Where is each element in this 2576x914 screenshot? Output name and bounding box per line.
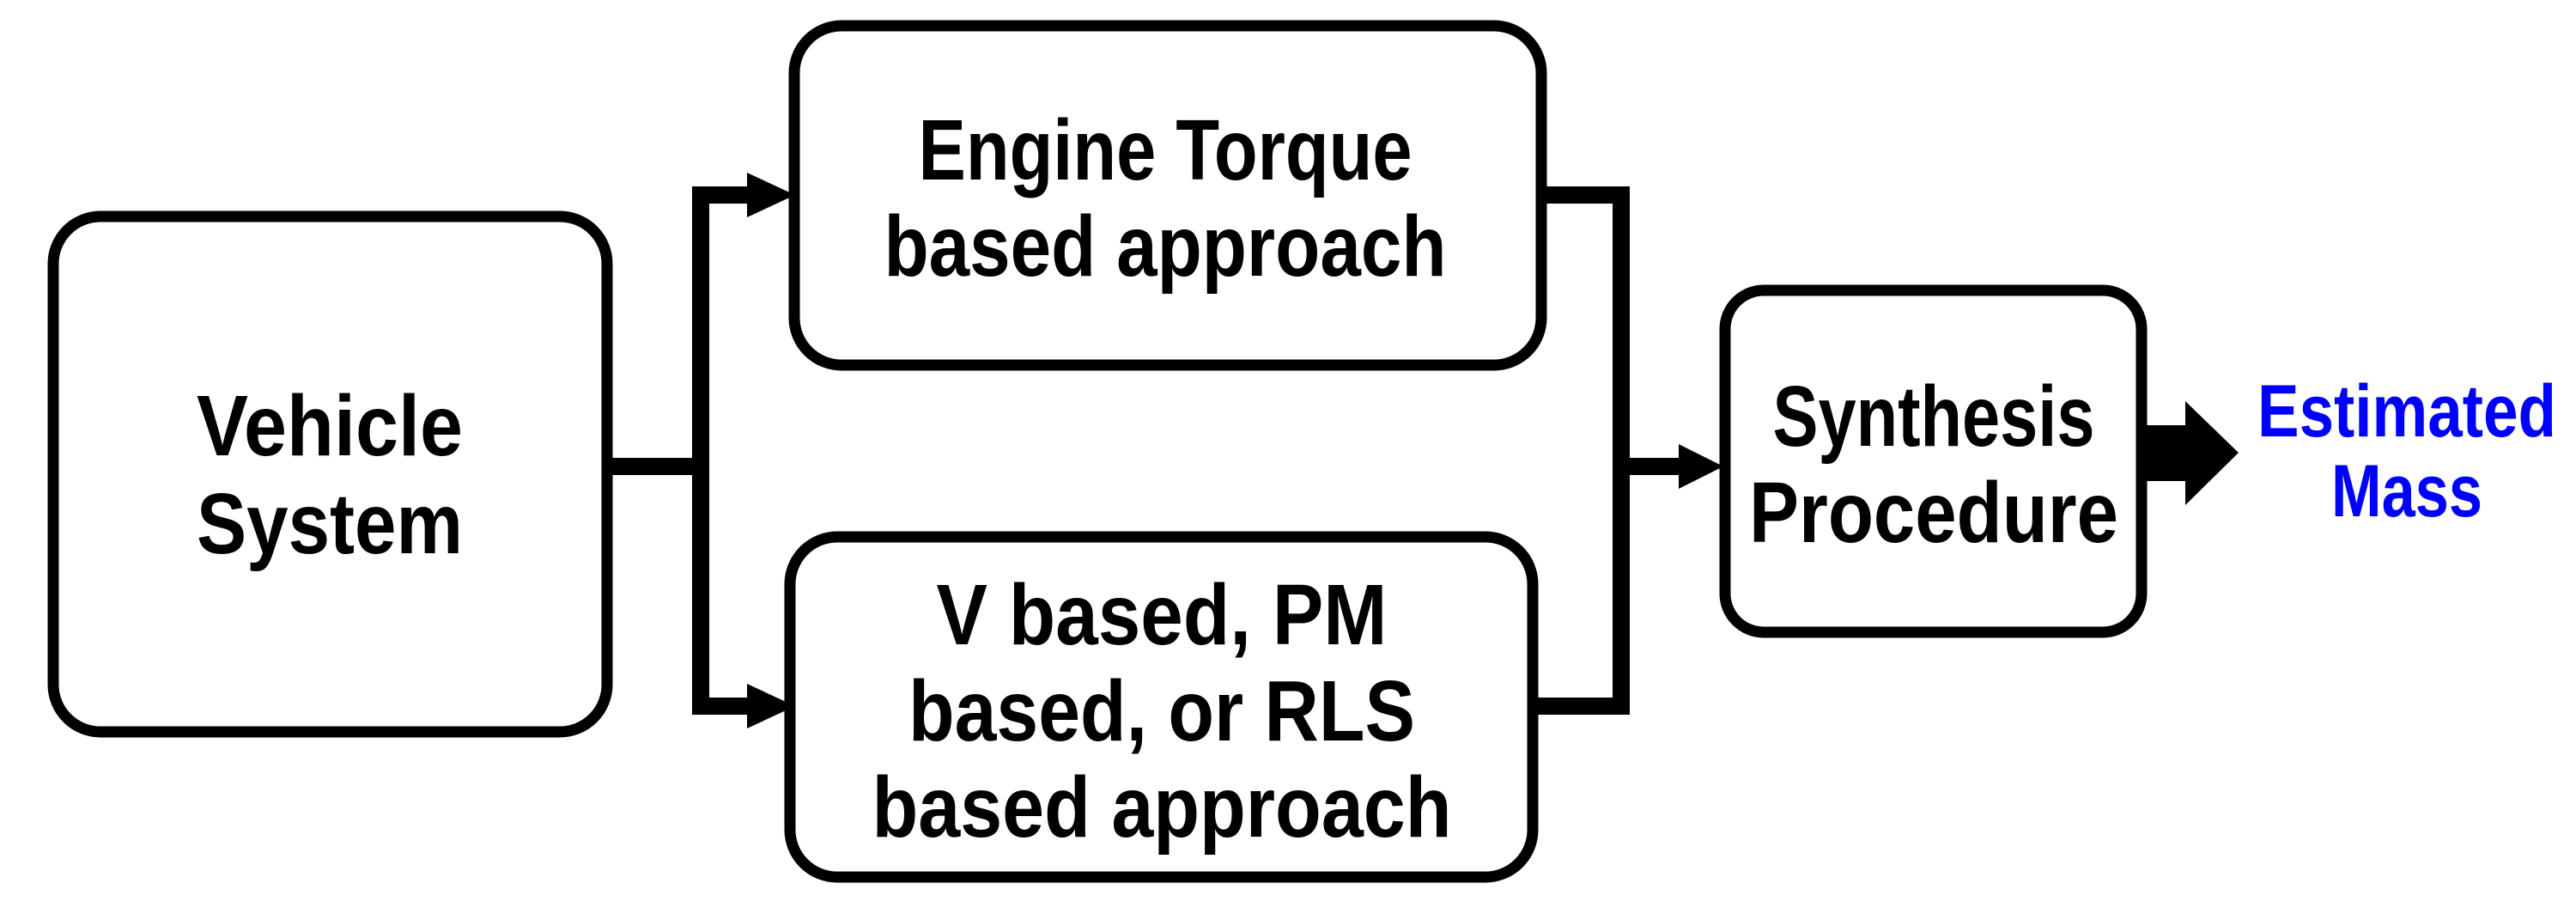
merge-connector-line (1531, 186, 1681, 715)
vehicle-system-box (47, 210, 613, 738)
arrowhead-icon-to-v-pm-rls-box (747, 684, 795, 728)
engine-torque-box (788, 20, 1547, 371)
estimated-mass-label-line-1: Estimated (2257, 370, 2556, 453)
engine-torque-label-line-1: Engine Torque (919, 102, 1413, 198)
arrowhead-icon-to-synthesis-box (1679, 444, 1723, 489)
vehicle-system-label-line-1: Vehicle (197, 378, 463, 474)
split-connector-line (605, 186, 751, 715)
v-pm-rls-label-line-2: based, or RLS (908, 663, 1415, 759)
v-pm-rls-label-line-1: V based, PM (937, 567, 1388, 663)
arrowhead-icon-to-engine-torque-box (747, 173, 795, 217)
estimated-mass-label-line-2: Mass (2331, 450, 2482, 533)
engine-torque-label-line-2: based approach (884, 198, 1447, 295)
synthesis-procedure-box (1719, 284, 2148, 638)
synthesis-label-line-1: Synthesis (1773, 369, 2095, 465)
output-block-arrow-icon (2142, 401, 2239, 505)
v-pm-rls-label-line-3: based approach (872, 759, 1452, 856)
v-pm-rls-box (784, 531, 1539, 883)
synthesis-label-line-2: Procedure (1749, 465, 2118, 561)
vehicle-system-label-line-2: System (197, 476, 463, 572)
